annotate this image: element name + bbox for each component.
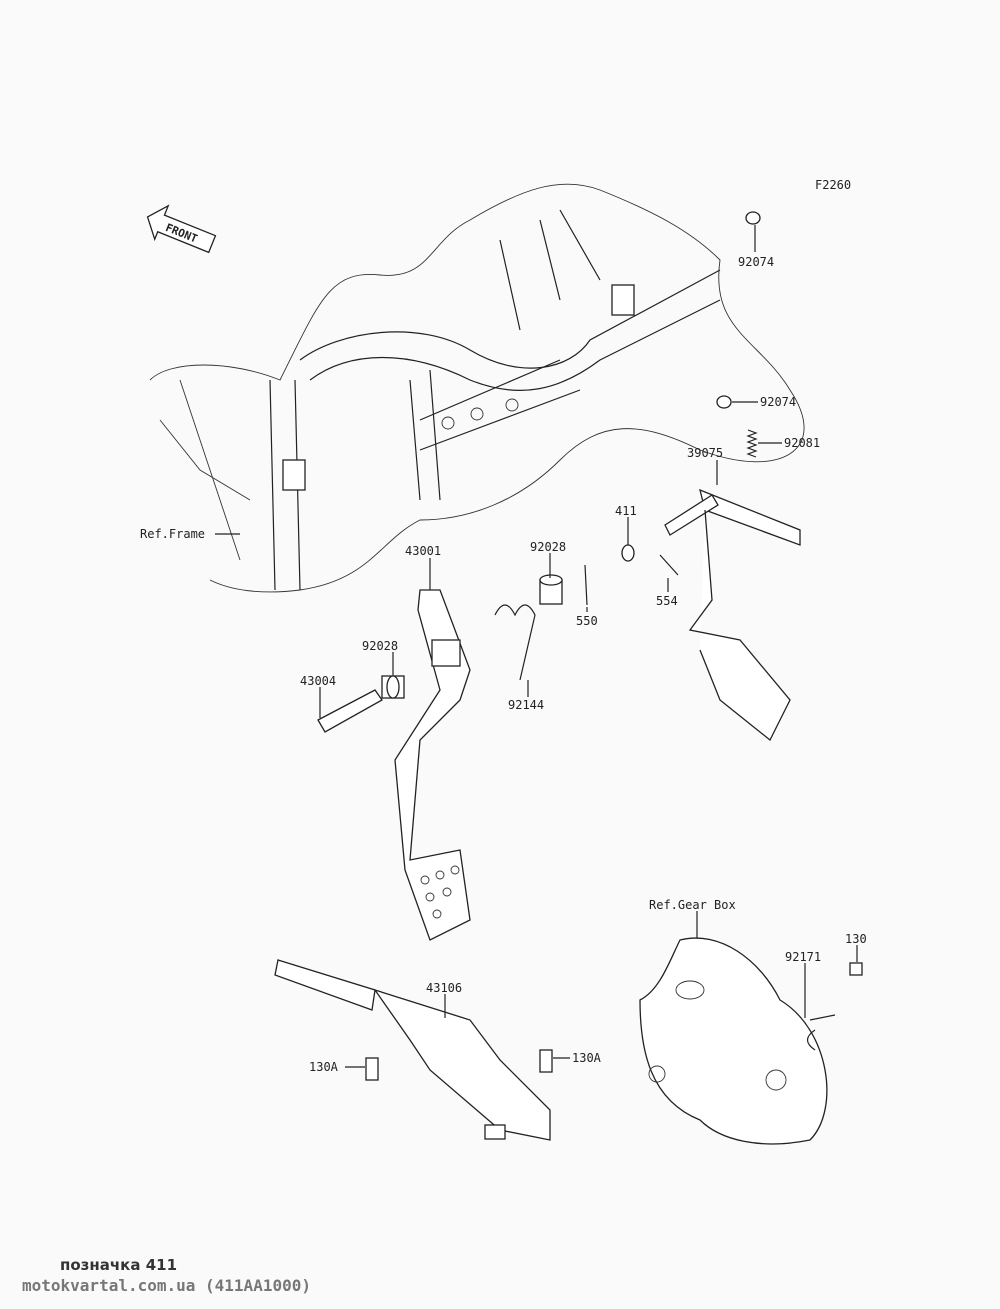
- bolt-130A-right: [539, 1049, 553, 1073]
- label-92081: 92081: [784, 436, 820, 450]
- cap-92074-a: [745, 211, 761, 225]
- label-550: 550: [576, 614, 598, 628]
- pin-554: [659, 554, 679, 576]
- label-411: 411: [615, 504, 637, 518]
- frame-drawing: [149, 183, 805, 593]
- front-arrow-icon: FRONT: [146, 204, 217, 254]
- bushing-92028-b: [381, 675, 405, 699]
- footer-source: motokvartal.com.ua (411AA1000): [22, 1276, 311, 1295]
- ref-gearbox-label: Ref.Gear Box: [649, 898, 736, 912]
- label-92028-b: 92028: [362, 639, 398, 653]
- label-92028-a: 92028: [530, 540, 566, 554]
- ref-frame-label: Ref.Frame: [140, 527, 205, 541]
- washer-411: [621, 544, 635, 562]
- bolt-130: [849, 962, 863, 976]
- cap-92074-b: [716, 395, 732, 409]
- footer-caption: позначка 411: [60, 1256, 178, 1274]
- spring-92144: [494, 604, 536, 681]
- lever-43106: [274, 959, 551, 1141]
- clip-92171: [806, 1014, 836, 1051]
- label-43001: 43001: [405, 544, 441, 558]
- label-43106: 43106: [426, 981, 462, 995]
- spring-92081: [746, 429, 758, 458]
- leader-lines: [215, 225, 858, 1068]
- label-92074-b: 92074: [760, 395, 796, 409]
- label-554: 554: [656, 594, 678, 608]
- bolt-130A-left: [365, 1057, 379, 1081]
- gearbox: [639, 937, 828, 1145]
- label-39075: 39075: [687, 446, 723, 460]
- label-130A-left: 130A: [309, 1060, 339, 1074]
- bushing-92028-a: [539, 574, 563, 605]
- pin-43004: [317, 689, 383, 733]
- label-92144: 92144: [508, 698, 544, 712]
- diagram-code: F2260: [815, 178, 851, 192]
- label-92171: 92171: [785, 950, 821, 964]
- label-43004: 43004: [300, 674, 336, 688]
- pin-550: [584, 564, 588, 606]
- label-92074-a: 92074: [738, 255, 774, 269]
- pedal-43001: [394, 589, 471, 941]
- pedal-39075: [664, 488, 801, 742]
- label-130A-right: 130A: [572, 1051, 602, 1065]
- label-130: 130: [845, 932, 867, 946]
